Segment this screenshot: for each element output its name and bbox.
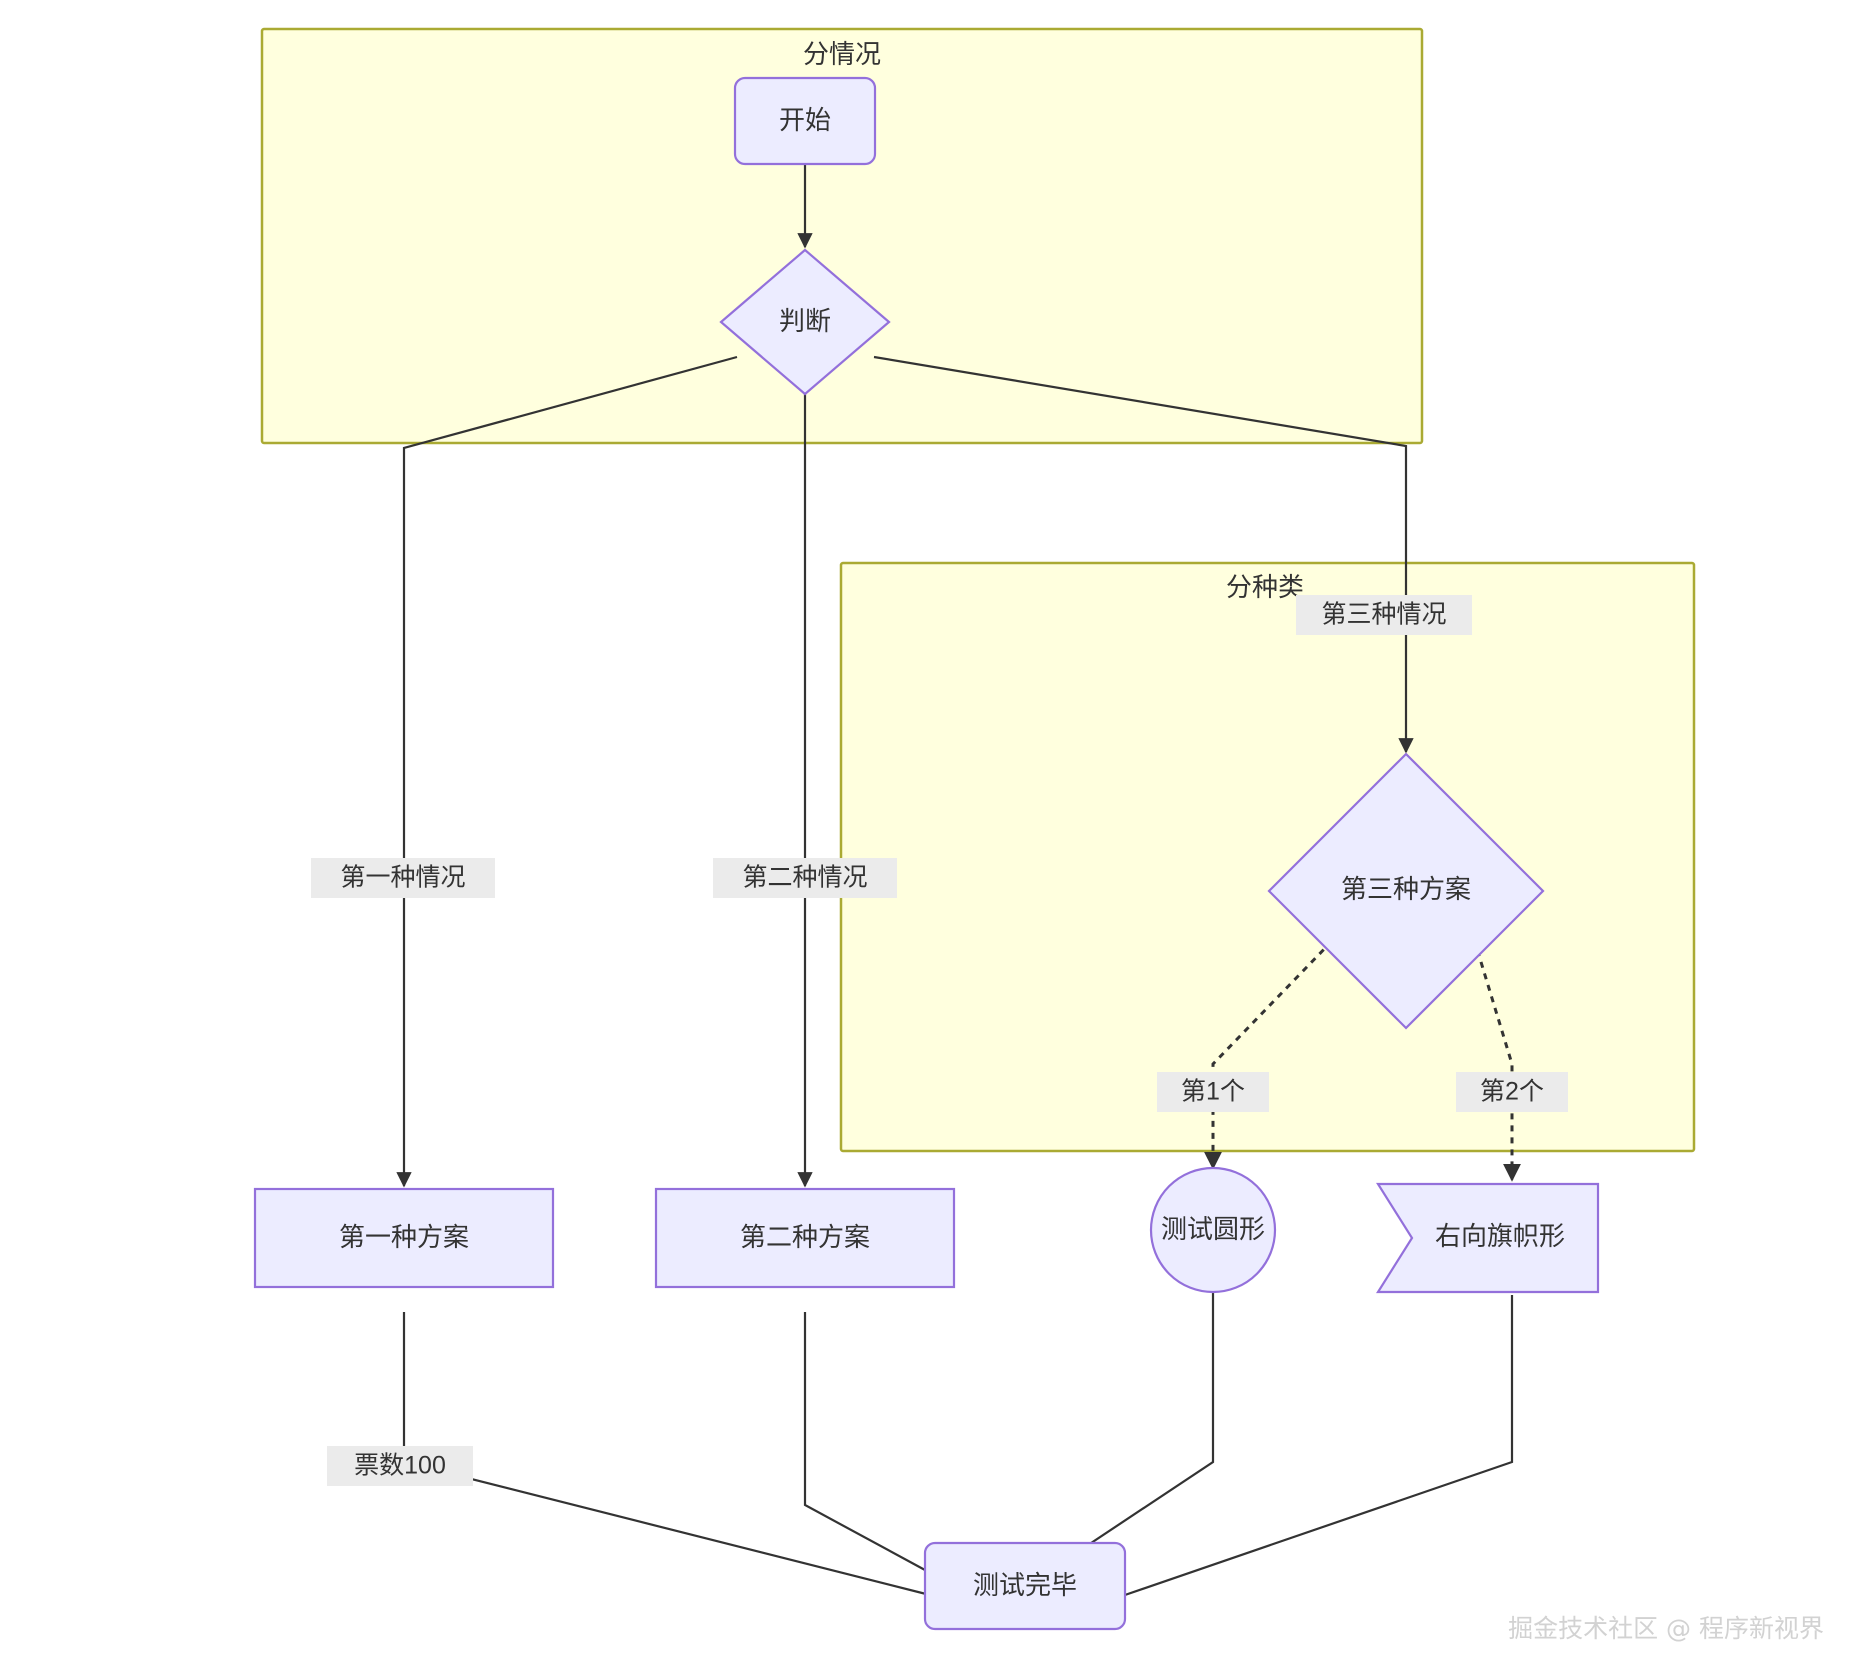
node-plan1[interactable]: 第一种方案: [253, 1187, 555, 1289]
subgraph-fenqingkuang: 分情况: [260, 27, 1424, 445]
node-plan1-shape[interactable]: [253, 1187, 555, 1289]
node-flag-shape[interactable]: [1376, 1182, 1600, 1294]
edge-label-item2: 第2个: [1456, 1072, 1568, 1112]
edge-label-votes-bg: [327, 1446, 473, 1486]
node-judge-shape[interactable]: [719, 248, 891, 396]
edge-judge-to-plan3: [873, 355, 1414, 754]
node-plan3-label: 第三种方案: [1341, 874, 1471, 904]
node-done-label: 测试完毕: [973, 1570, 1077, 1600]
node-flag-label: 右向旗帜形: [1435, 1221, 1565, 1251]
node-plan2[interactable]: 第二种方案: [654, 1187, 956, 1289]
node-start-shape[interactable]: [733, 76, 877, 166]
edge-label-first-case: 第一种情况: [311, 858, 495, 898]
node-plan2-shape[interactable]: [654, 1187, 956, 1289]
edge-label-second-case: 第二种情况: [713, 858, 897, 898]
edge-label-item1: 第1个: [1157, 1072, 1269, 1112]
node-start-label: 开始: [779, 105, 831, 135]
node-done[interactable]: 测试完毕: [923, 1541, 1127, 1631]
edge-label-second-case-bg: [713, 858, 897, 898]
node-circle-shape[interactable]: [1149, 1166, 1277, 1294]
edge-plan3-to-circle: [1204, 939, 1334, 1170]
edge-label-item2-bg: [1456, 1072, 1568, 1112]
edge-label-votes-text: 票数100: [354, 1452, 446, 1480]
edge-judge-to-plan1: [396, 355, 738, 1188]
edge-label-first-case-text: 第一种情况: [340, 864, 465, 892]
edge-plan1-to-done: [402, 1312, 931, 1597]
subgraph-fenzhonglei: 分种类: [839, 561, 1696, 1153]
edge-label-votes: 票数100: [327, 1446, 473, 1486]
node-circle[interactable]: 测试圆形: [1149, 1166, 1277, 1294]
node-flag[interactable]: 右向旗帜形: [1376, 1182, 1600, 1294]
edge-label-first-case-bg: [311, 858, 495, 898]
subgraph-1-box: [260, 27, 1424, 445]
edge-label-item1-bg: [1157, 1072, 1269, 1112]
edge-flag-to-done: [1121, 1295, 1514, 1598]
node-judge-label: 判断: [779, 306, 831, 336]
edge-plan3-to-flag: [1472, 938, 1521, 1182]
subgraph-2-title: 分种类: [1226, 572, 1304, 602]
edge-label-item2-text: 第2个: [1480, 1078, 1544, 1106]
node-plan3[interactable]: 第三种方案: [1267, 752, 1545, 1030]
edge-label-second-case-text: 第二种情况: [742, 864, 867, 892]
node-plan2-label: 第二种方案: [740, 1222, 870, 1252]
edge-plan2-to-done: [803, 1312, 926, 1571]
node-plan3-shape[interactable]: [1267, 752, 1545, 1030]
watermark-text: 掘金技术社区 @ 程序新视界: [1508, 1614, 1824, 1643]
edge-label-item1-text: 第1个: [1181, 1078, 1245, 1106]
edge-label-third-case-text: 第三种情况: [1321, 601, 1446, 629]
subgraph-2-box: [839, 561, 1696, 1153]
node-circle-label: 测试圆形: [1161, 1214, 1265, 1244]
edge-label-third-case-bg: [1296, 595, 1472, 635]
node-done-shape[interactable]: [923, 1541, 1127, 1631]
node-judge[interactable]: 判断: [719, 248, 891, 396]
node-plan1-label: 第一种方案: [339, 1222, 469, 1252]
node-start[interactable]: 开始: [733, 76, 877, 166]
edge-circle-to-done: [1054, 1292, 1215, 1568]
edge-label-third-case: 第三种情况: [1296, 595, 1472, 635]
subgraph-1-title: 分情况: [803, 39, 881, 69]
